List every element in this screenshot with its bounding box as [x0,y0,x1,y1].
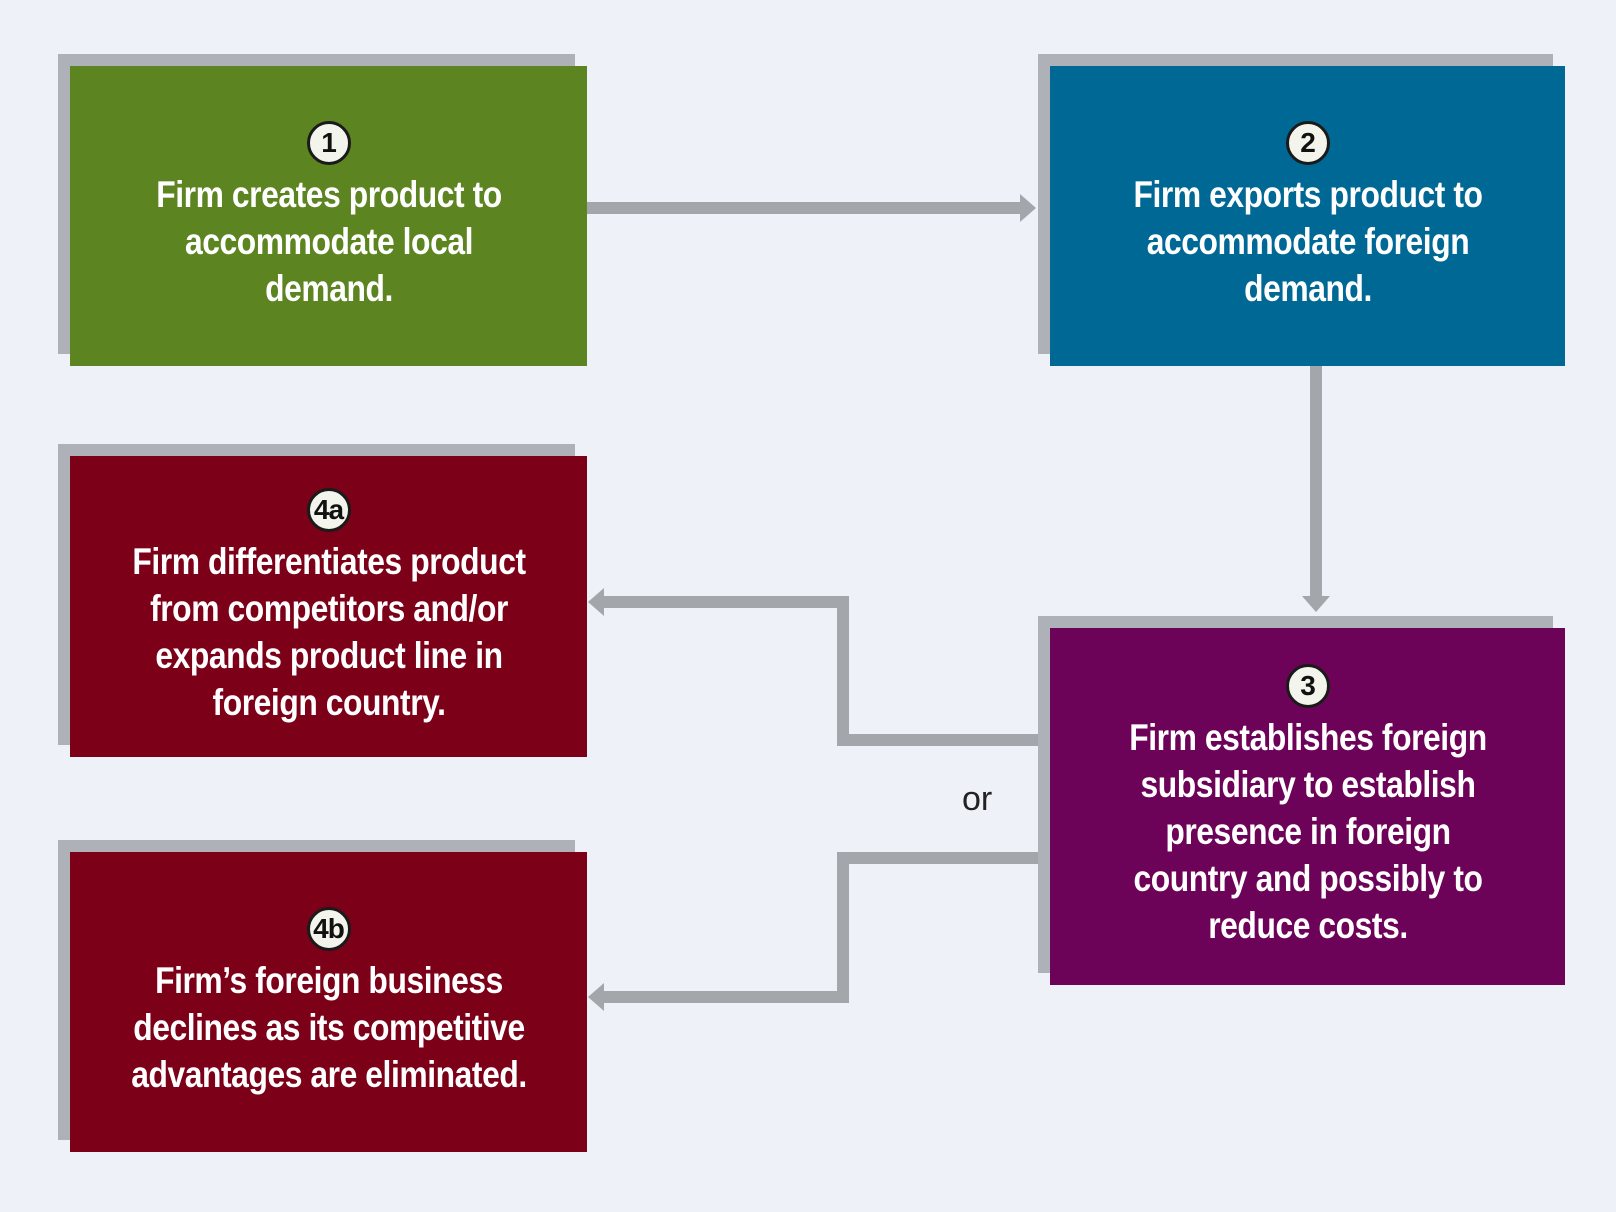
step-4a-badge: 4a [306,487,351,532]
step-4a-card: 4a Firm differentiates product from comp… [58,444,587,757]
branch-or-label: or [962,780,993,818]
step-4b-badge: 4b [306,906,351,951]
step-1-text: Firm creates product to accommodate loca… [155,173,502,309]
step-4b-box: 4b Firm’s foreign business declines as i… [70,852,587,1152]
step-1-badge: 1 [306,120,351,165]
step-4a-text: Firm differentiates product from competi… [131,540,526,723]
arrow-step3-to-step4b [588,852,1040,1011]
step-4b-card: 4b Firm’s foreign business declines as i… [58,840,587,1152]
step-4b-text: Firm’s foreign business declines as its … [130,959,527,1095]
step-1-card: 1 Firm creates product to accommodate lo… [58,54,587,366]
step-1-box: 1 Firm creates product to accommodate lo… [70,66,587,366]
step-2-text: Firm exports product to accommodate fore… [1133,173,1482,309]
step-3-badge: 3 [1285,664,1330,708]
arrow-step1-to-step2 [586,194,1036,222]
step-3-card: 3 Firm establishes foreign subsidiary to… [1038,616,1565,985]
step-2-card: 2 Firm exports product to accommodate fo… [1038,54,1565,366]
step-3-text: Firm establishes foreign subsidiary to e… [1128,717,1487,946]
step-4a-box: 4a Firm differentiates product from comp… [70,456,587,757]
step-3-box: 3 Firm establishes foreign subsidiary to… [1050,628,1565,985]
step-2-badge: 2 [1285,120,1330,165]
arrow-step2-to-step3 [1302,364,1330,612]
step-2-box: 2 Firm exports product to accommodate fo… [1050,66,1565,366]
arrow-step3-to-step4a [588,588,1040,746]
